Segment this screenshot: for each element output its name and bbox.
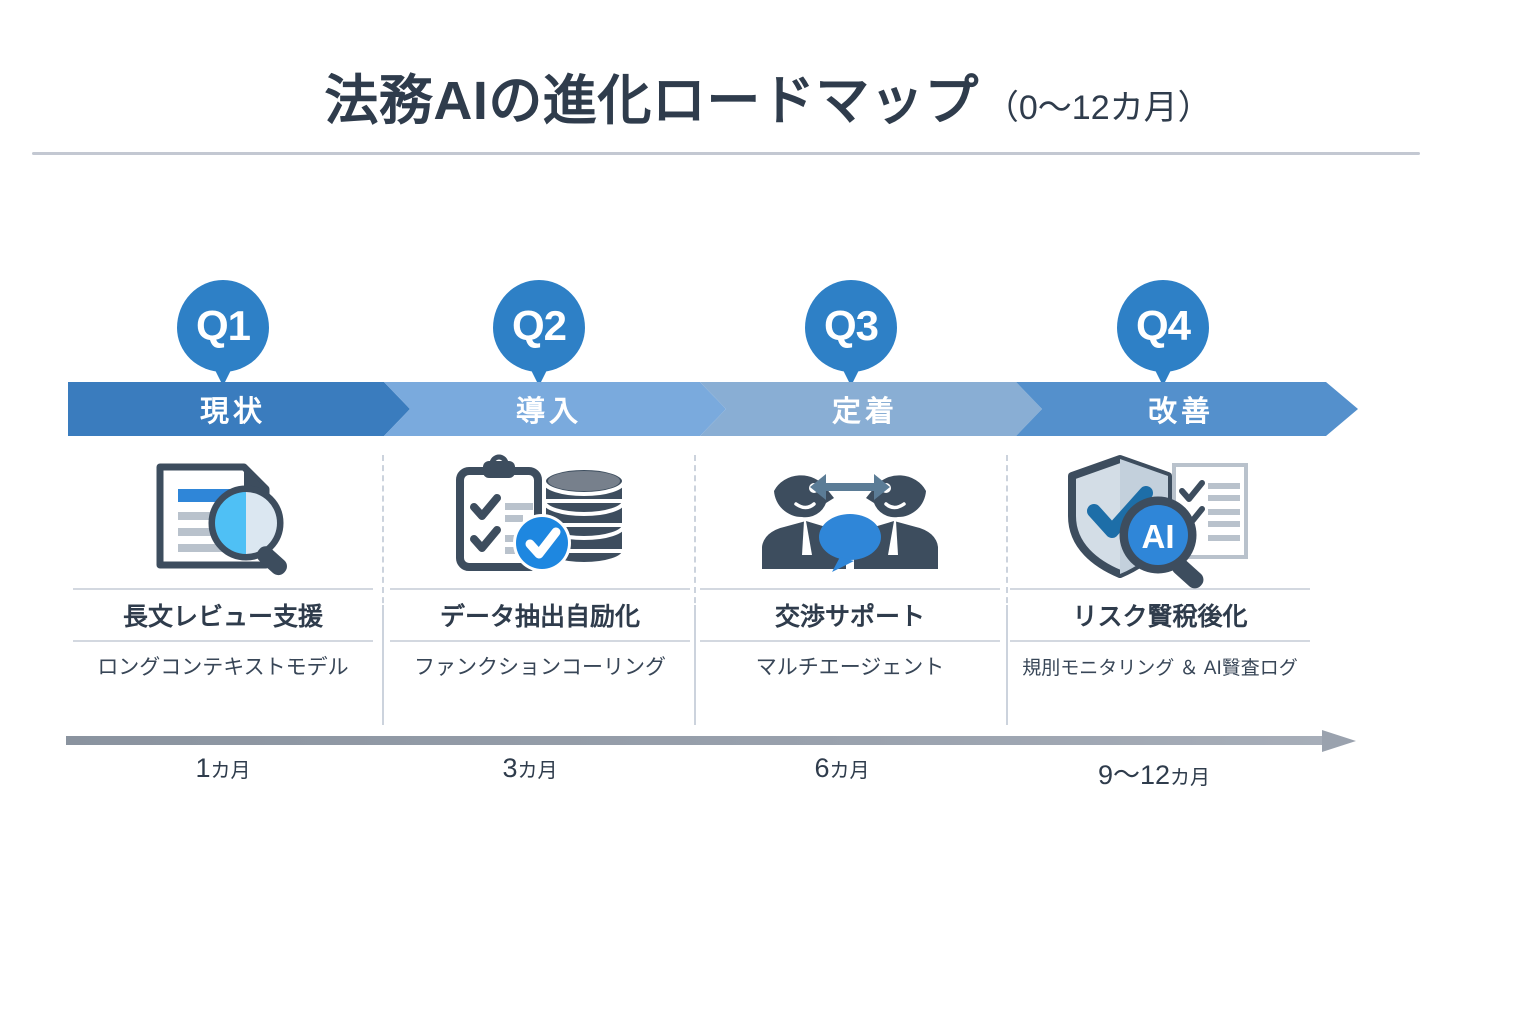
stage-column-q3: 交渉サポート マルチエージェント bbox=[700, 450, 1000, 690]
phase-label: 定着 bbox=[831, 396, 898, 428]
roadmap-diagram: Q1 Q2 Q3 Q4 現状 導入 bbox=[0, 275, 1536, 795]
stage-column-q1: 長文レビュー支援 ロングコンテキストモデル bbox=[73, 450, 373, 690]
header-divider bbox=[32, 152, 1420, 155]
timeline-label-q2: 3カ月 bbox=[400, 753, 660, 784]
column-separator-3 bbox=[1006, 455, 1008, 725]
page-title-main: 法務AIの進化ロードマップ bbox=[324, 71, 979, 131]
quarter-badge-label: Q2 bbox=[511, 302, 567, 349]
timeline-unit: カ月 bbox=[517, 760, 558, 782]
clipboard-database-check-icon bbox=[390, 450, 690, 582]
timeline-shaft bbox=[66, 736, 1324, 745]
pin-shape bbox=[1117, 280, 1209, 372]
phase-banner: 現状 導入 定着 改善 bbox=[68, 382, 1358, 436]
phase-label: 現状 bbox=[199, 396, 266, 428]
stage-title: 長文レビュー支援 bbox=[73, 588, 373, 642]
chevron-shape bbox=[384, 382, 726, 436]
timeline-arrowhead bbox=[1322, 730, 1356, 752]
stage-title: リスク贀稅後化 bbox=[1010, 588, 1310, 642]
chevron-shape bbox=[1016, 382, 1358, 436]
pin-shape bbox=[805, 280, 897, 372]
timeline-label-q3: 6カ月 bbox=[712, 753, 972, 784]
stage-subtitle: ファンクションコーリング bbox=[414, 656, 666, 679]
stage-title: 交渉サポート bbox=[700, 588, 1000, 642]
timeline-value: 9〜12 bbox=[1097, 760, 1171, 790]
column-separator-solid bbox=[694, 605, 696, 725]
pin-shape bbox=[177, 280, 269, 372]
timeline-label-q1: 1カ月 bbox=[93, 753, 353, 784]
phase-chevron-q4[interactable]: 改善 bbox=[1016, 382, 1358, 436]
phase-chevron-q2[interactable]: 導入 bbox=[384, 382, 726, 436]
two-people-negotiation-icon bbox=[700, 450, 1000, 582]
quarter-badge-label: Q1 bbox=[195, 302, 251, 349]
timeline-arrow bbox=[66, 730, 1356, 752]
page-title-subtitle: （0〜12カ月） bbox=[984, 89, 1212, 127]
stage-subtitle: ロングコンテキストモデル bbox=[97, 656, 349, 679]
stage-column-q4: AI リスク贀稅後化 規刖モニタリング ＆ AI贀査ログ bbox=[1010, 450, 1310, 690]
pin-shape bbox=[493, 280, 585, 372]
column-separator-1 bbox=[382, 455, 384, 725]
shield-ai-audit-icon: AI bbox=[1010, 450, 1310, 589]
page-title: 法務AIの進化ロードマップ（0〜12カ月） bbox=[0, 56, 1536, 135]
chevron-shape bbox=[68, 382, 410, 436]
timeline-unit: カ月 bbox=[1170, 767, 1211, 789]
column-separator-solid bbox=[382, 605, 384, 725]
column-separator-solid bbox=[1006, 605, 1008, 725]
quarter-badge-q2[interactable]: Q2 bbox=[493, 280, 585, 386]
timeline-value: 3 bbox=[502, 753, 518, 783]
stage-subtitle: 規刖モニタリング ＆ AI贀査ログ bbox=[1022, 657, 1298, 679]
timeline-label-q4: 9〜12カ月 bbox=[1024, 753, 1284, 792]
quarter-badge-label: Q4 bbox=[1135, 302, 1191, 349]
quarter-badge-label: Q3 bbox=[823, 302, 879, 349]
timeline-unit: カ月 bbox=[210, 760, 251, 782]
document-magnifier-icon bbox=[73, 450, 373, 582]
quarter-badge-q4[interactable]: Q4 bbox=[1117, 280, 1209, 386]
timeline-value: 1 bbox=[195, 753, 211, 783]
quarter-badge-q3[interactable]: Q3 bbox=[805, 280, 897, 386]
timeline-value: 6 bbox=[814, 753, 830, 783]
header: 法務AIの進化ロードマップ（0〜12カ月） bbox=[0, 0, 1536, 158]
phase-chevron-q1[interactable]: 現状 bbox=[68, 382, 410, 436]
stage-column-q2: データ抽出自励化 ファンクションコーリング bbox=[390, 450, 690, 690]
phase-label: 導入 bbox=[515, 396, 582, 428]
quarter-badge-q1[interactable]: Q1 bbox=[177, 280, 269, 386]
chevron-shape bbox=[700, 382, 1042, 436]
stage-title: データ抽出自励化 bbox=[390, 588, 690, 642]
column-separator-2 bbox=[694, 455, 696, 725]
stage-subtitle: マルチエージェント bbox=[755, 656, 945, 679]
phase-label: 改善 bbox=[1147, 396, 1214, 428]
svg-text:AI: AI bbox=[1142, 518, 1175, 555]
phase-chevron-q3[interactable]: 定着 bbox=[700, 382, 1042, 436]
timeline-unit: カ月 bbox=[829, 760, 870, 782]
